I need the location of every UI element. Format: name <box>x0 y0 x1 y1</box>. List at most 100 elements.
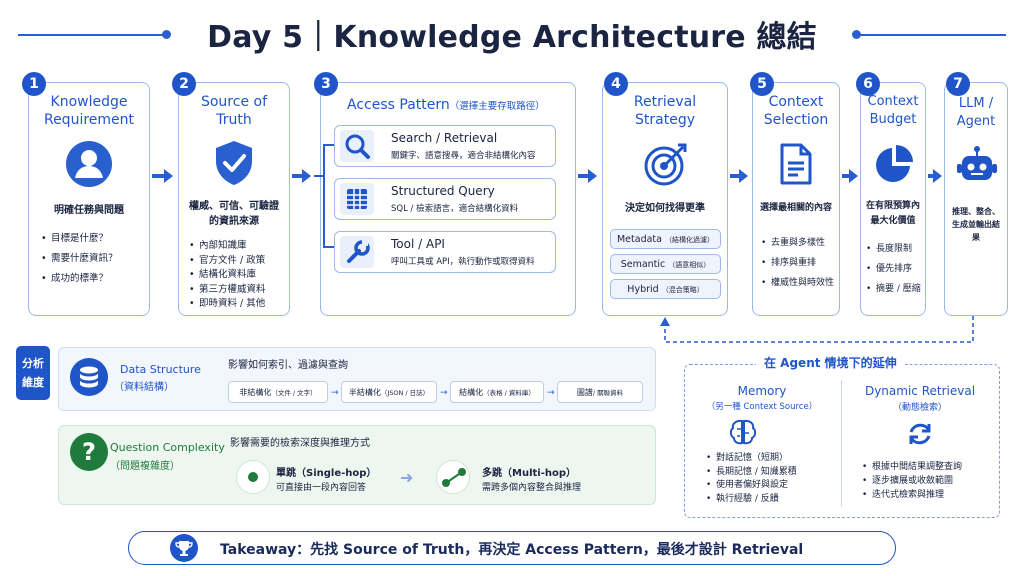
list-item: 去重與多樣性 <box>761 233 834 253</box>
access-row-title: Search / Retrieval <box>391 131 498 145</box>
flow-arrow-shaft <box>842 174 850 178</box>
list-item: 目標是什麼？ <box>41 229 118 249</box>
strategy-pill-semantic: Semantic （語意相似） <box>610 254 721 274</box>
list-item: 對話記憶（短期） <box>706 452 797 466</box>
person-icon <box>66 141 112 187</box>
step-title: Context Selection <box>763 94 829 128</box>
pill-note: （混合策略） <box>661 286 704 294</box>
step-card-retrieval-strategy: Retrieval Strategy 決定如何找得更準 <box>602 82 728 316</box>
document-icon <box>779 143 813 185</box>
step-subtitle: 權威、可信、可驗證的資訊來源 <box>189 201 279 227</box>
analysis-label-text: 分析維度 <box>22 357 44 389</box>
flow-arrow-shaft <box>152 174 166 178</box>
bracket-connector <box>314 144 334 248</box>
question-icon: ? <box>70 433 108 471</box>
list-item: 使用者偏好與設定 <box>706 479 797 493</box>
flow-arrow-icon <box>933 169 942 183</box>
step-subtitle: 推理、整合、生成並輸出結果 <box>952 207 1000 242</box>
title-line-right <box>858 34 1006 36</box>
list-item: 執行經驗 / 反饋 <box>706 493 797 507</box>
list-item: 根據中間結果調整查詢 <box>862 460 962 474</box>
dynamic-retrieval-subtitle: （動態檢索） <box>892 403 947 413</box>
chip-semi-structured: 半結構化（JSON / 日誌） <box>341 381 437 403</box>
access-row-structured-query: Structured Query SQL / 檢索語言，適合結構化資料 <box>334 178 556 220</box>
step-number: 2 <box>172 72 196 96</box>
chip-note: （文件 / 文字） <box>271 389 317 397</box>
step-number: 7 <box>946 72 970 96</box>
single-hop-icon <box>236 460 270 494</box>
multi-hop-desc: 需跨多個內容整合與推理 <box>482 483 582 493</box>
list-item: 優先排序 <box>866 259 921 279</box>
step-title-main: Access Pattern <box>347 97 450 113</box>
step-title-note: （選擇主要存取路徑） <box>449 101 545 112</box>
step-card-context-selection: Context Selection 選擇最相關的內容 去重與多樣性 排序與重排 … <box>752 82 840 316</box>
flow-arrow-shaft <box>928 174 934 178</box>
step-subtitle: 在有限預算內最大化價值 <box>865 201 920 226</box>
single-hop-desc: 可直接由一段內容回答 <box>276 483 367 493</box>
data-structure-desc: 影響如何索引、過濾與查詢 <box>228 360 348 371</box>
wrench-icon <box>340 236 374 268</box>
step-number: 5 <box>750 72 774 96</box>
question-complexity-title: Question Complexity <box>110 441 225 454</box>
step-card-knowledge-requirement: Knowledge Requirement 明確任務與問題 目標是什麼？ 需要什… <box>28 82 150 316</box>
step-card-source-of-truth: Source of Truth 權威、可信、可驗證的資訊來源 內部知識庫 官方文… <box>178 82 290 316</box>
chip-label: 結構化 <box>459 388 484 397</box>
list-item: 排序與重排 <box>761 253 834 273</box>
step-card-llm-agent: LLM / Agent 推理、整合、生成並輸出結果 <box>944 82 1008 316</box>
single-hop-title: 單跳（Single-hop） <box>276 468 377 479</box>
access-row-search: Search / Retrieval 關鍵字、語意搜尋，適合非結構化內容 <box>334 125 556 167</box>
title-dot-left <box>162 30 171 39</box>
strategy-pill-metadata: Metadata （結構化過濾） <box>610 229 721 249</box>
analysis-label <box>16 346 50 400</box>
chip-arrow-icon: → <box>440 388 448 398</box>
step-card-context-budget: Context Budget 在有限預算內最大化價值 長度限制 優先排序 摘要 … <box>860 82 926 316</box>
trophy-icon <box>170 534 198 562</box>
pill-label: Semantic <box>620 259 666 270</box>
list-item: 需要什麼資訊？ <box>41 249 118 269</box>
question-complexity-desc: 影響需要的檢索深度與推理方式 <box>230 438 370 449</box>
flow-arrow-shaft <box>730 174 740 178</box>
feedback-loop-connector <box>660 316 974 343</box>
list-item: 即時資料 / 其他 <box>189 297 266 312</box>
chip-note: （表格 / 資料庫） <box>483 389 535 397</box>
chip-graph: 圖譜/ 關聯資料 <box>557 381 643 403</box>
database-icon <box>70 358 108 396</box>
memory-subtitle: （另一種 Context Source） <box>706 402 818 412</box>
pill-label: Metadata <box>616 234 662 245</box>
step-title: LLM / Agent <box>956 96 996 129</box>
takeaway-bar <box>128 531 896 565</box>
step-title: Retrieval Strategy <box>633 94 697 128</box>
step-number: 1 <box>22 72 46 96</box>
title-dot-right <box>852 30 861 39</box>
access-row-tool-api: Tool / API 呼叫工具或 API，執行動作或取得資料 <box>334 231 556 273</box>
access-row-desc: SQL / 檢索語言，適合結構化資料 <box>391 204 519 214</box>
chip-label: 圖譜 <box>576 388 593 397</box>
search-icon <box>340 130 374 162</box>
step-number: 6 <box>856 72 880 96</box>
list-item: 權威性與時效性 <box>761 273 834 293</box>
step-number: 4 <box>604 72 628 96</box>
step-title: Context Budget <box>867 94 919 127</box>
step-title: Access Pattern（選擇主要存取路徑） <box>347 94 545 113</box>
list-item: 逐步擴展或收斂範圍 <box>862 474 962 488</box>
step-list: 目標是什麼？ 需要什麼資訊？ 成功的標準？ <box>41 229 118 289</box>
multi-hop-title: 多跳（Multi-hop） <box>482 468 577 479</box>
target-icon <box>643 141 689 187</box>
dynamic-retrieval-title: Dynamic Retrieval <box>864 384 976 398</box>
robot-icon <box>956 145 998 185</box>
multi-hop-icon <box>436 460 470 494</box>
dynamic-retrieval-list: 根據中間結果調整查詢 逐步擴展或收斂範圍 迭代式檢索與推理 <box>862 460 962 502</box>
chip-label: 非結構化 <box>239 388 272 397</box>
page-title: Day 5｜Knowledge Architecture 總結 <box>207 20 817 55</box>
hop-arrow-icon: ➜ <box>400 468 414 487</box>
flow-arrow-icon <box>849 169 858 183</box>
pie-chart-icon <box>873 143 915 185</box>
shield-check-icon <box>213 139 255 187</box>
flow-arrow-shaft <box>292 174 304 178</box>
list-item: 結構化資料庫 <box>189 268 266 283</box>
chip-note: （JSON / 日誌） <box>380 389 430 397</box>
list-item: 成功的標準？ <box>41 269 118 289</box>
flow-arrow-icon <box>302 169 311 183</box>
pill-note: （語意相似） <box>668 261 711 269</box>
step-title: Knowledge Requirement <box>43 94 135 128</box>
